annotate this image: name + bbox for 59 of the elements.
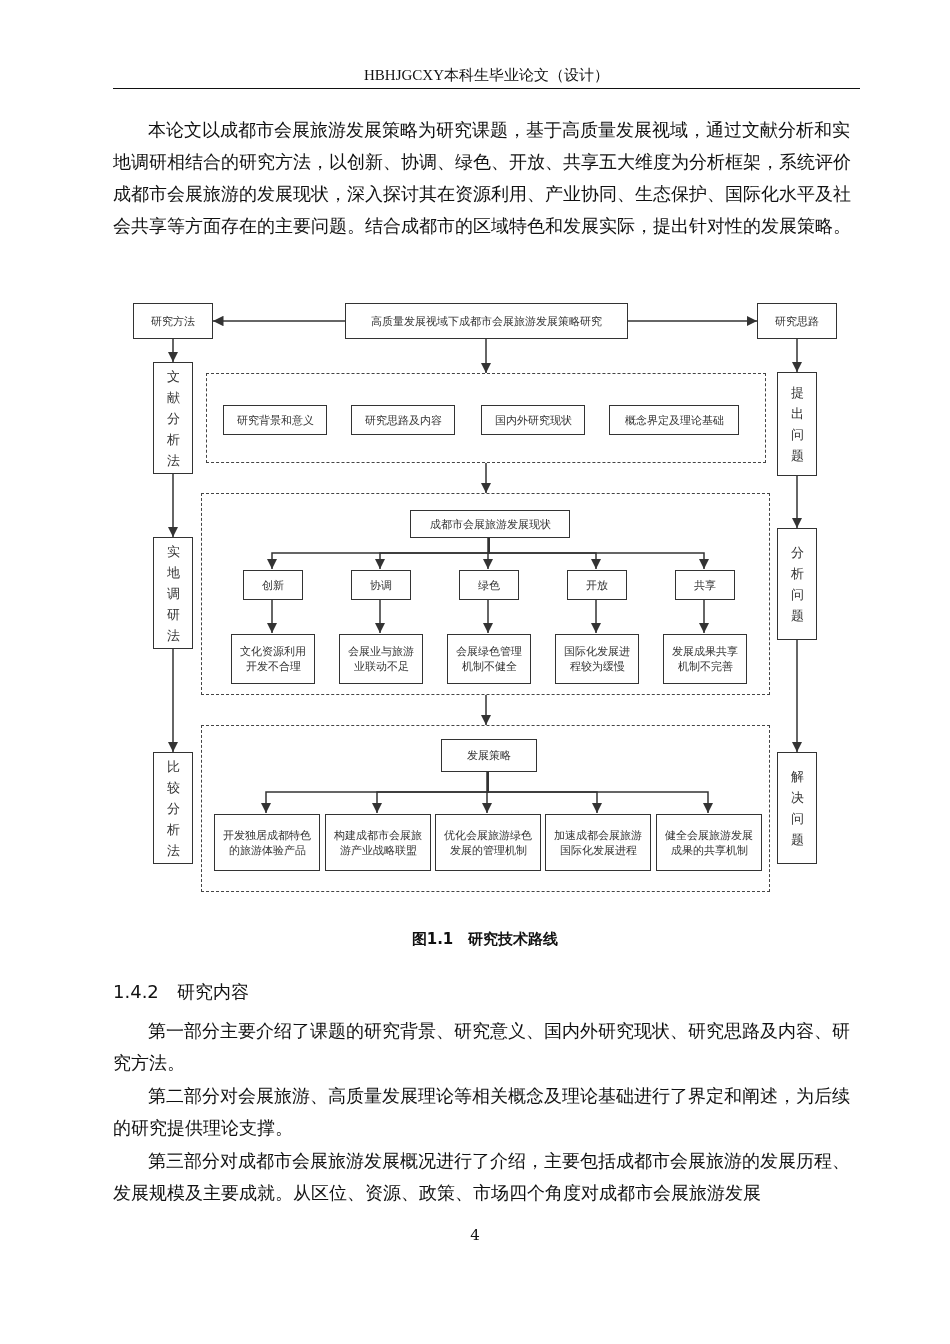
- body-paragraph: 第二部分对会展旅游、高质量发展理论等相关概念及理论基础进行了界定和阐述，为后续的研究提供理论支撑。: [113, 1085, 852, 1140]
- method-box: 提出问题: [777, 372, 817, 476]
- process-box: 发展成果共享机制不完善: [663, 634, 747, 684]
- arrow: [212, 315, 346, 327]
- process-box: 会展绿色管理机制不健全: [447, 634, 531, 684]
- body-paragraph: 第三部分对成都市会展旅游发展概况进行了介绍，主要包括成都市会展旅游的发展历程、发展规模及主要成就。从区位、资源、政策、市场四个角度对成都市会展旅游发展: [113, 1150, 852, 1205]
- arrow: [791, 475, 803, 529]
- process-box: 协调: [351, 570, 411, 600]
- arrow: [480, 338, 492, 374]
- page-number: 4: [469, 1226, 481, 1244]
- arrow: [167, 338, 179, 363]
- process-box: 构建成都市会展旅游产业战略联盟: [325, 814, 431, 871]
- process-box: 高质量发展视域下成都市会展旅游发展策略研究: [345, 303, 628, 339]
- process-box: 研究方法: [133, 303, 213, 339]
- process-box: 研究思路: [757, 303, 837, 339]
- arrow: [480, 694, 492, 726]
- process-box: 绿色: [459, 570, 519, 600]
- arrow: [482, 598, 494, 634]
- process-box: 开发独居成都特色的旅游体验产品: [214, 814, 320, 871]
- page-header: HBHJGCXY本科生毕业论文（设计）: [113, 66, 860, 89]
- body-paragraph: 本论文以成都市会展旅游发展策略为研究课题，基于高质量发展视域，通过文献分析和实地调研相结合的研究方法，以创新、协调、绿色、开放、共享五大维度为分析框架，系统评价成都市会展旅游的发展现状，深入探讨其在资源利用、产业协同、生态保护、国际化水平及社会共享等方面存在的主要问题。结合成都市的区域特色和发展实际，提出针对性的发展策略。: [113, 119, 852, 238]
- arrow: [266, 598, 278, 634]
- process-box: 加速成都会展旅游国际化发展进程: [545, 814, 651, 871]
- process-box: 会展业与旅游业联动不足: [339, 634, 423, 684]
- method-box: 分析问题: [777, 528, 817, 640]
- process-box: 发展策略: [441, 739, 537, 772]
- method-box: 解决问题: [777, 752, 817, 864]
- process-box: 概念界定及理论基础: [609, 405, 739, 435]
- arrow: [627, 315, 758, 327]
- process-box: 共享: [675, 570, 735, 600]
- method-box: 比较分析法: [153, 752, 193, 864]
- arrow: [167, 648, 179, 753]
- dashed-group-frame: [201, 725, 770, 892]
- figure-caption: 图1.1 研究技术路线: [410, 930, 560, 949]
- process-box: 文化资源利用开发不合理: [231, 634, 315, 684]
- arrow: [480, 462, 492, 494]
- section-heading: 1.4.2 研究内容: [113, 980, 250, 1004]
- method-box: 文献分析法: [153, 362, 193, 474]
- arrow: [167, 473, 179, 538]
- dashed-group-frame: [206, 373, 766, 463]
- arrow: [374, 598, 386, 634]
- process-box: 创新: [243, 570, 303, 600]
- process-box: 研究思路及内容: [351, 405, 455, 435]
- arrow: [791, 639, 803, 753]
- process-box: 国内外研究现状: [481, 405, 585, 435]
- arrow: [481, 770, 493, 814]
- process-box: 研究背景和意义: [223, 405, 327, 435]
- process-box: 成都市会展旅游发展现状: [410, 510, 570, 538]
- process-box: 开放: [567, 570, 627, 600]
- body-paragraph: 第一部分主要介绍了课题的研究背景、研究意义、国内外研究现状、研究思路及内容、研究方法。: [113, 1020, 852, 1075]
- arrow: [590, 598, 602, 634]
- process-box: 优化会展旅游绿色发展的管理机制: [435, 814, 541, 871]
- process-box: 国际化发展进程较为缓慢: [555, 634, 639, 684]
- arrow: [698, 598, 710, 634]
- arrow: [791, 338, 803, 373]
- method-box: 实地调研法: [153, 537, 193, 649]
- arrow: [482, 536, 494, 570]
- dashed-group-frame: [201, 493, 770, 695]
- process-box: 健全会展旅游发展成果的共享机制: [656, 814, 762, 871]
